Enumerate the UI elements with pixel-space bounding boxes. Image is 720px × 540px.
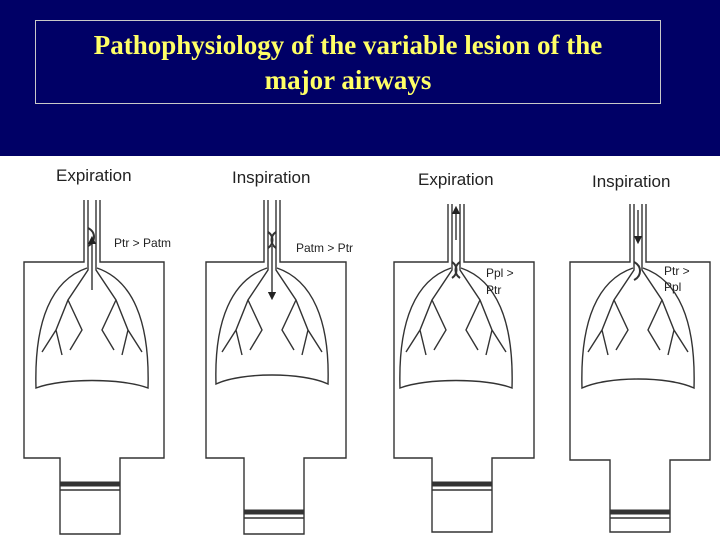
panel-4-label: Inspiration <box>592 172 671 191</box>
lesion-bulge <box>633 261 641 281</box>
panel-4-diagram <box>569 204 711 533</box>
lesion-bulge <box>87 227 95 247</box>
panel-2-diagram <box>205 200 347 535</box>
lesion-narrowing <box>267 231 277 249</box>
title-box: Pathophysiology of the variable lesion o… <box>35 20 661 104</box>
panel-3-diagram <box>393 204 535 533</box>
chamber-outline <box>23 200 165 535</box>
bronchial-tree <box>405 204 507 356</box>
bronchial-tree <box>587 204 689 356</box>
bronchial-tree <box>41 200 143 356</box>
bronchial-tree <box>221 200 323 356</box>
title-band: Pathophysiology of the variable lesion o… <box>0 0 720 156</box>
chamber-outline <box>569 204 711 533</box>
panel-4-annotation-line-2: Ppl <box>664 280 681 294</box>
lung-outline <box>215 267 329 386</box>
panel-3-label: Expiration <box>418 170 494 189</box>
chamber-outline <box>205 200 347 535</box>
panel-3-annotation-line-2: Ptr <box>486 283 501 297</box>
chamber-outline <box>393 204 535 533</box>
lesion-narrowing <box>451 261 461 279</box>
airway-diagrams: Ptr > Patm Patm > Ptr Ppl > Ptr <box>23 200 711 535</box>
slide-title-line-2: major airways <box>264 65 432 95</box>
panel-2-annotation: Patm > Ptr <box>296 241 353 255</box>
panel-4-annotation-line-1: Ptr > <box>664 264 690 278</box>
panel-1-label: Expiration <box>56 166 132 185</box>
lung-outline <box>581 267 695 390</box>
panel-1-diagram <box>23 200 165 535</box>
panel-1-annotation: Ptr > Patm <box>114 236 171 250</box>
lung-outline <box>35 267 149 390</box>
slide-title-line-1: Pathophysiology of the variable lesion o… <box>93 30 603 60</box>
lung-outline <box>399 267 513 390</box>
panel-2-label: Inspiration <box>232 168 311 187</box>
panel-3-annotation-line-1: Ppl > <box>486 266 514 280</box>
